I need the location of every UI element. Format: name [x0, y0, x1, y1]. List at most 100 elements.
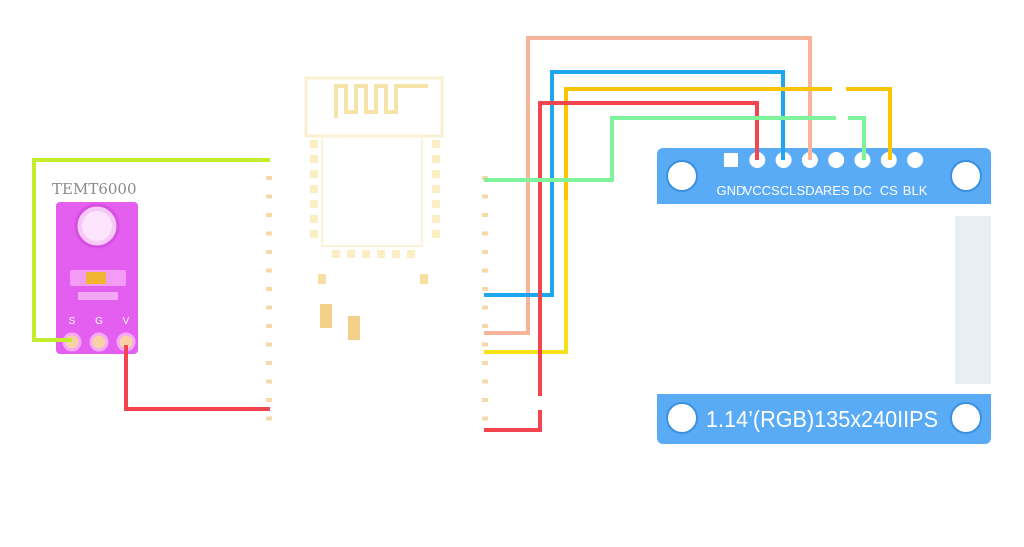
mcu-pin — [266, 361, 272, 365]
mcu-pin — [482, 361, 488, 365]
mcu-left-pins — [266, 176, 272, 421]
wire-display-dc — [848, 116, 866, 160]
mcu-pad — [310, 170, 318, 178]
wire-sensor-signal — [32, 158, 270, 342]
wire-display-vcc — [484, 410, 542, 432]
mcu-pad — [310, 215, 318, 223]
display-pin-label: SCL — [771, 183, 796, 198]
display-pin — [907, 152, 924, 168]
display-pin-label: GND — [717, 183, 746, 198]
mcu-pin — [482, 268, 488, 273]
display-pin-label: SDA — [797, 183, 824, 198]
mcu-component — [320, 304, 332, 328]
mcu-pad — [347, 250, 355, 258]
mcu-pin — [266, 250, 272, 254]
display-mount-hole — [666, 402, 698, 434]
display-mount-hole — [666, 160, 698, 192]
mcu-right-pins — [482, 176, 488, 421]
mcu-pin — [266, 194, 272, 199]
mcu-pad — [310, 155, 318, 163]
display-pin-label: VCC — [744, 183, 771, 198]
mcu-module — [266, 76, 488, 421]
mcu-pin — [482, 194, 488, 199]
display-pin — [724, 153, 738, 167]
mcu-pad — [377, 250, 385, 258]
wire-yellow — [484, 200, 568, 354]
display-caption: 1.14’(RGB)135x240IIPS — [706, 406, 938, 432]
mcu-pin — [266, 398, 272, 402]
mcu-pin — [482, 287, 488, 291]
mcu-pad — [432, 170, 440, 178]
sensor-pin — [89, 332, 109, 352]
mcu-shield — [321, 135, 423, 247]
mcu-pad — [310, 230, 318, 238]
display-screen-flex — [955, 216, 991, 384]
mcu-pin — [482, 379, 488, 384]
wire-display-scl — [484, 70, 785, 297]
mcu-pad — [432, 215, 440, 223]
mcu-pin — [266, 268, 272, 273]
mcu-pin — [266, 379, 272, 384]
mcu-pad — [432, 230, 440, 238]
mcu-pin — [482, 305, 488, 310]
mcu-pad — [432, 140, 440, 148]
display-pin-label: DC — [853, 183, 872, 198]
mcu-pad — [332, 250, 340, 258]
mcu-pin — [482, 342, 488, 347]
mcu-pad — [432, 185, 440, 193]
mcu-pin — [266, 324, 272, 328]
sensor-resistor — [78, 292, 118, 300]
mcu-pin — [482, 324, 488, 328]
mcu-pin — [482, 398, 488, 402]
wire-display-sda — [484, 36, 812, 335]
mcu-antenna — [334, 84, 428, 118]
wire-display-cs — [846, 87, 892, 160]
sensor-pin-label: G — [95, 316, 103, 327]
mcu-pin — [266, 176, 272, 180]
wires — [32, 36, 892, 432]
display-pin-label: CS — [880, 183, 898, 198]
mcu-pad — [310, 185, 318, 193]
wire-display-cs — [564, 87, 832, 200]
temt6000-sensor: TEMT6000 S G V — [52, 180, 138, 354]
display-mount-hole — [950, 160, 982, 192]
mcu-pad — [310, 140, 318, 148]
mcu-pad — [392, 250, 400, 258]
display-screen — [657, 204, 991, 394]
mcu-pad — [432, 155, 440, 163]
display-pin-label: BLK — [903, 183, 928, 198]
display-pin-label: RES — [823, 183, 850, 198]
mcu-pin — [482, 250, 488, 254]
sensor-pin-label: V — [123, 316, 130, 327]
sensor-pin-label: S — [69, 316, 76, 327]
mcu-pad — [362, 250, 370, 258]
wire-sensor-power — [124, 345, 270, 411]
mcu-component — [420, 274, 428, 284]
mcu-pad — [432, 200, 440, 208]
mcu-pin — [266, 231, 272, 236]
mcu-chip-pads — [310, 140, 440, 258]
sensor-title: TEMT6000 — [52, 180, 137, 198]
sensor-phototransistor-die — [86, 272, 106, 284]
mcu-pin — [266, 416, 272, 421]
mcu-pad — [310, 200, 318, 208]
display-mount-hole — [950, 402, 982, 434]
wire-display-dc — [484, 116, 836, 182]
mcu-pad — [407, 250, 415, 258]
mcu-component — [348, 316, 360, 340]
mcu-pin — [482, 231, 488, 236]
mcu-pin — [266, 287, 272, 291]
mcu-pin — [266, 213, 272, 217]
mcu-pin — [482, 213, 488, 217]
display-pin — [828, 152, 845, 168]
wire-display-vcc — [538, 101, 759, 396]
mcu-pin — [482, 416, 488, 421]
mcu-pin — [266, 305, 272, 310]
sensor-mount-hole-inner — [82, 211, 112, 241]
mcu-component — [318, 274, 326, 284]
mcu-pin — [266, 342, 272, 347]
